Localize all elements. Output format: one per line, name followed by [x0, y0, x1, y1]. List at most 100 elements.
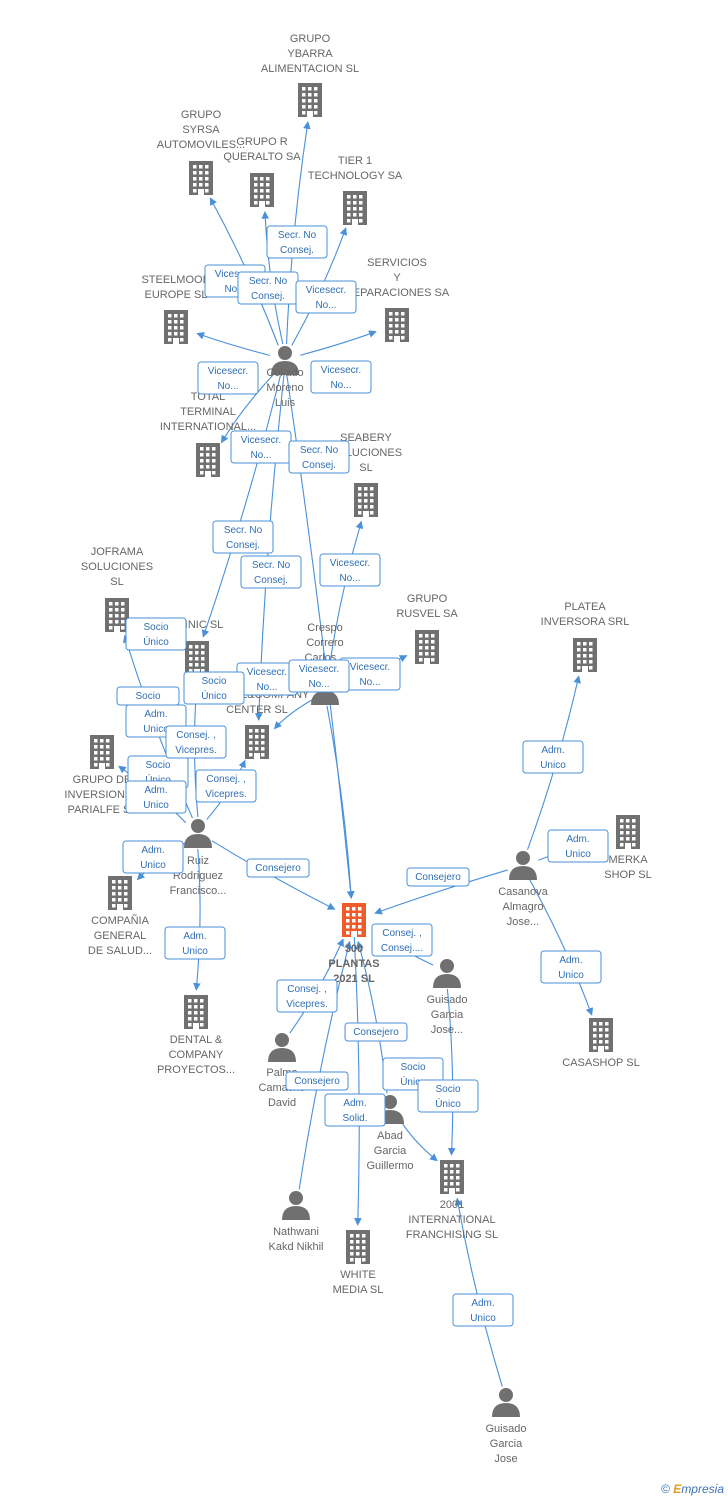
edge-label-collado-steelmood[interactable]: Vicesecr.No... [197, 361, 259, 395]
edge-label-abad-plantas[interactable]: Consejero [344, 1022, 408, 1042]
building-icon[interactable] [354, 483, 378, 517]
edge-label-collado-total[interactable]: Vicesecr.No... [230, 430, 292, 464]
building-icon[interactable] [616, 815, 640, 849]
building-icon[interactable] [108, 876, 132, 910]
building-icon[interactable] [164, 310, 188, 344]
person-icon[interactable] [184, 819, 212, 848]
edge-label-plantas-white[interactable]: Adm.Solid. [324, 1093, 386, 1127]
edge-label-guisado2-franchising[interactable]: Adm.Unico [452, 1293, 514, 1327]
building-icon[interactable] [298, 83, 322, 117]
person-icon[interactable] [282, 1191, 310, 1220]
edge-label-casanova-casashop[interactable]: Adm.Unico [540, 950, 602, 984]
copyright-symbol: © [661, 1482, 670, 1496]
edge-label-extra-0[interactable]: Consej. ,Vicepres. [165, 725, 227, 759]
edge-label-ruiz-plantas[interactable]: Consejero [246, 858, 310, 878]
edge-label-casanova-merka[interactable]: Adm.Unico [547, 829, 609, 863]
edge-label-crespo-plantas[interactable]: Vicesecr.No... [288, 659, 350, 693]
edge-label-casanova-plantas[interactable]: Consejero [406, 867, 470, 887]
person-icon[interactable] [271, 346, 299, 375]
edge-label-collado-servicios[interactable]: Vicesecr.No... [310, 360, 372, 394]
building-icon[interactable] [196, 443, 220, 477]
building-icon[interactable] [343, 191, 367, 225]
edge-collado-to-steelmood [196, 332, 270, 356]
edge-label-ruiz-dental[interactable]: Adm.Unico [164, 926, 226, 960]
edge-label-extra-2[interactable]: Adm.Unico [125, 780, 187, 814]
building-icon[interactable] [245, 725, 269, 759]
building-icon[interactable] [440, 1160, 464, 1194]
edge-label-crespo-center[interactable]: Vicesecr.No... [236, 662, 298, 696]
edge-label-casanova-platea[interactable]: Adm.Unico [522, 740, 584, 774]
building-icon[interactable] [90, 735, 114, 769]
building-icon[interactable] [385, 308, 409, 342]
edge-label-guisado1-plantas[interactable]: Consej. ,Consej.... [371, 923, 433, 957]
svg-text:Adm.Unico: Adm.Unico [140, 845, 166, 871]
building-icon[interactable] [250, 173, 274, 207]
person-icon[interactable] [509, 851, 537, 880]
edge-label-collado-tier1[interactable]: Vicesecr.No... [295, 280, 357, 314]
person-icon[interactable] [268, 1033, 296, 1062]
edge-label-extra-1[interactable]: Consej. ,Vicepres. [195, 769, 257, 803]
building-icon[interactable] [415, 630, 439, 664]
building-icon[interactable] [185, 641, 209, 675]
edge-label-nathwani-plantas[interactable]: Consejero [285, 1071, 349, 1091]
building-icon[interactable] [342, 903, 366, 937]
building-icon[interactable] [105, 598, 129, 632]
svg-text:Adm.Solid.: Adm.Solid. [342, 1098, 367, 1124]
svg-text:Adm.Unico: Adm.Unico [540, 745, 566, 771]
person-icon[interactable] [492, 1388, 520, 1417]
building-icon[interactable] [573, 638, 597, 672]
node-casashop[interactable]: CASASHOP SL [562, 1018, 640, 1069]
building-icon[interactable] [184, 995, 208, 1029]
edge-label-ruiz-parialfe[interactable]: Socio [116, 686, 180, 706]
edge-label-palma-plantas[interactable]: Consej. ,Vicepres. [276, 979, 338, 1013]
svg-text:Vicesecr.No...: Vicesecr.No... [321, 365, 361, 391]
building-icon[interactable] [589, 1018, 613, 1052]
person-icon[interactable] [433, 959, 461, 988]
brand-logo[interactable]: Empresia [673, 1482, 724, 1496]
building-icon[interactable] [189, 161, 213, 195]
edge-label-extra-3[interactable]: Adm.Unico [122, 840, 184, 874]
edge-label-crespo-seabery[interactable]: Vicesecr.No... [319, 553, 381, 587]
building-icon[interactable] [346, 1230, 370, 1264]
